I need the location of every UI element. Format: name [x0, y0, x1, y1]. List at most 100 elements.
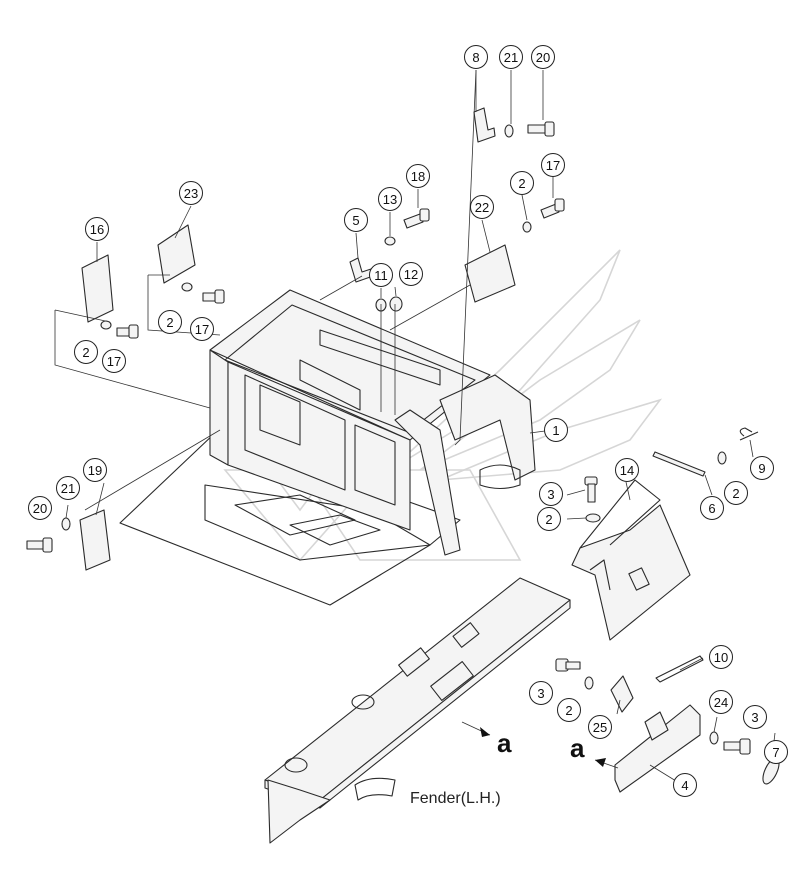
- callout-14: 14: [615, 458, 639, 482]
- callout-number: 2: [166, 315, 173, 330]
- callout-balloon: [464, 45, 488, 69]
- callout-number: 11: [374, 268, 388, 283]
- callout-number: 22: [475, 200, 489, 215]
- callout-balloon: [470, 195, 494, 219]
- callout-balloon: [85, 217, 109, 241]
- callout-10: 10: [709, 645, 733, 669]
- callout-balloon: [537, 507, 561, 531]
- bolt-3-right-part: [723, 738, 751, 755]
- callout-balloon: [56, 476, 80, 500]
- callout-balloon: [541, 153, 565, 177]
- callout-20: 20: [28, 496, 52, 520]
- callout-number: 21: [61, 481, 75, 496]
- callout-balloon: [750, 456, 774, 480]
- step-plate-part: [610, 655, 704, 793]
- callout-balloon: [102, 349, 126, 373]
- callout-balloon: [83, 458, 107, 482]
- callout-balloon: [531, 45, 555, 69]
- callout-3: 3: [743, 705, 767, 729]
- callout-balloon: [700, 496, 724, 520]
- callout-number: 3: [547, 487, 554, 502]
- callout-balloon: [709, 645, 733, 669]
- callout-17: 17: [102, 349, 126, 373]
- callout-number: 2: [732, 486, 739, 501]
- bolt-17-right-part: [540, 198, 565, 219]
- cover-plate-22-part: [464, 244, 516, 303]
- callout-number: 2: [565, 703, 572, 718]
- callout-balloon: [74, 340, 98, 364]
- callout-number: 3: [751, 710, 758, 725]
- callout-balloon: [764, 740, 788, 764]
- callout-24: 24: [709, 690, 733, 714]
- callout-2: 2: [158, 310, 182, 334]
- callout-21: 21: [56, 476, 80, 500]
- callout-number: 16: [90, 222, 104, 237]
- callout-balloon: [158, 310, 182, 334]
- callout-number: 21: [504, 50, 518, 65]
- washer-2-right-part: [522, 221, 532, 233]
- callout-number: 2: [518, 176, 525, 191]
- cab-frame-part: [209, 289, 536, 556]
- callout-7: 7: [764, 740, 788, 764]
- callout-8: 8: [464, 45, 488, 69]
- callout-3: 3: [539, 482, 563, 506]
- callout-balloon: [529, 681, 553, 705]
- callout-balloon: [399, 262, 423, 286]
- washer-2-mid-part: [181, 282, 193, 292]
- callout-balloon: [724, 481, 748, 505]
- view-arrow-right: [594, 758, 619, 769]
- callout-balloon: [369, 263, 393, 287]
- callout-number: 6: [708, 501, 715, 516]
- callout-number: 2: [82, 345, 89, 360]
- bolt-3-step-part: [555, 658, 581, 672]
- callout-2: 2: [74, 340, 98, 364]
- callout-1: 1: [544, 418, 568, 442]
- callout-25: 25: [588, 715, 612, 739]
- callout-number: 12: [404, 267, 418, 282]
- callout-balloon: [709, 690, 733, 714]
- callout-9: 9: [750, 456, 774, 480]
- callout-balloon: [499, 45, 523, 69]
- callout-balloon: [28, 496, 52, 520]
- callout-number: 2: [545, 512, 552, 527]
- cover-plate-16-part: [81, 254, 114, 323]
- callout-2: 2: [537, 507, 561, 531]
- callout-5: 5: [344, 208, 368, 232]
- callout-2: 2: [557, 698, 581, 722]
- pin-9-part: [739, 427, 759, 441]
- callout-22: 22: [470, 195, 494, 219]
- callout-number: 5: [352, 213, 359, 228]
- washer-24-part: [709, 731, 719, 745]
- callout-11: 11: [369, 263, 393, 287]
- bolt-3-fender-part: [584, 476, 598, 503]
- rear-fender-part: [571, 479, 691, 641]
- fender-lh-part: [264, 577, 571, 844]
- callout-23: 23: [179, 181, 203, 205]
- callout-number: 13: [383, 192, 397, 207]
- callout-number: 17: [546, 158, 560, 173]
- callout-balloon: [539, 482, 563, 506]
- washer-2-fender-part: [585, 513, 601, 523]
- callout-balloon: [544, 418, 568, 442]
- bolt-20-left-part: [26, 537, 53, 553]
- callout-number: 25: [593, 720, 607, 735]
- callout-balloon: [190, 317, 214, 341]
- callout-number: 23: [184, 186, 198, 201]
- callout-number: 9: [758, 461, 765, 476]
- callout-number: 8: [472, 50, 479, 65]
- rod-6-part: [652, 451, 706, 477]
- callout-balloon: [743, 705, 767, 729]
- bolt-20-top-part: [527, 121, 555, 137]
- callout-13: 13: [378, 187, 402, 211]
- view-arrow-left: [461, 721, 491, 737]
- washer-2-step-part: [584, 676, 594, 690]
- view-marker-right: a: [570, 733, 585, 763]
- callout-balloon: [673, 773, 697, 797]
- bolt-17-mid-part: [202, 289, 225, 304]
- callout-number: 14: [620, 463, 634, 478]
- callout-balloon: [378, 187, 402, 211]
- callout-21: 21: [499, 45, 523, 69]
